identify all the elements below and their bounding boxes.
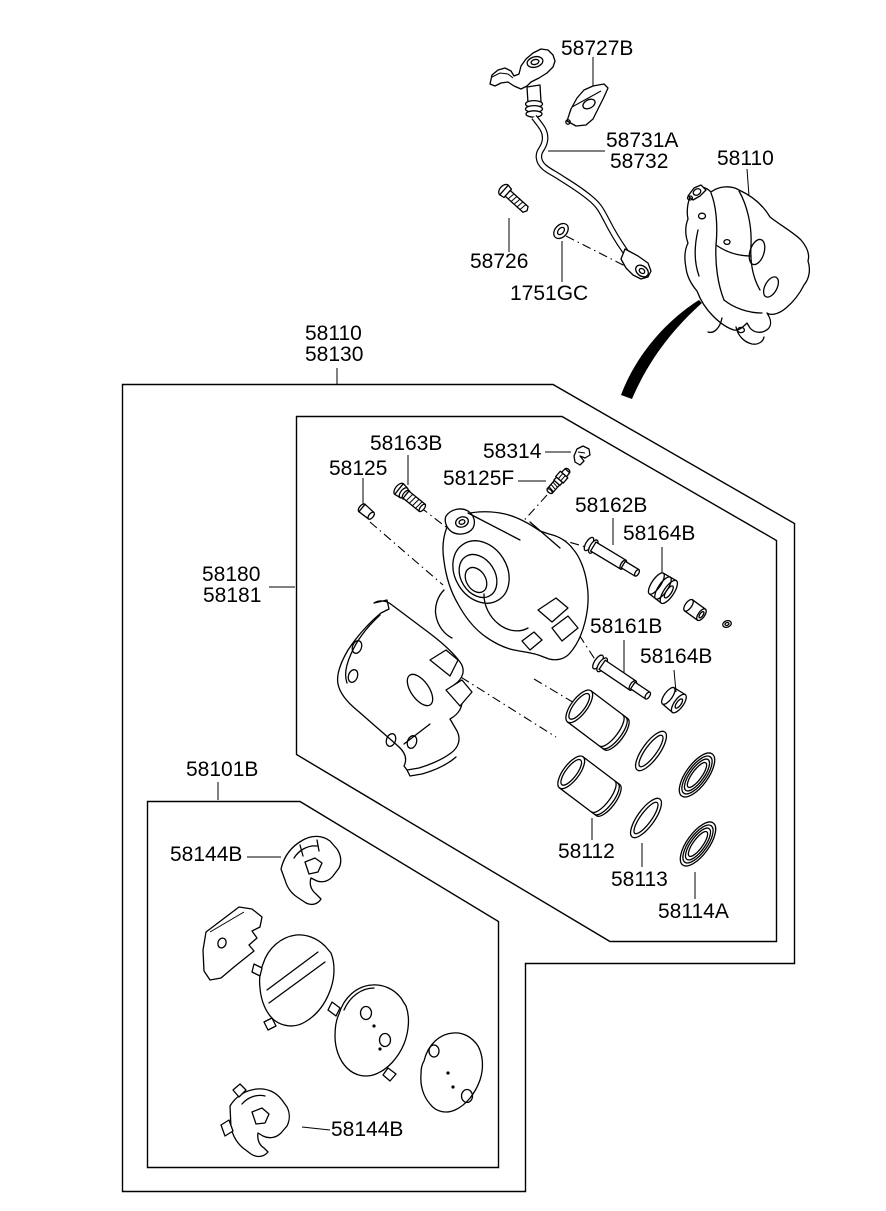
callout-58130-kit: 58130 (305, 343, 364, 366)
exploded-view-arrow (621, 300, 702, 399)
callout-58731A: 58731A (606, 129, 679, 152)
callout-58314: 58314 (483, 440, 542, 463)
callout-58110-assy: 58110 (717, 147, 774, 170)
caliper-body-drawing (434, 508, 589, 661)
callout-58125: 58125 (329, 457, 388, 480)
carrier-drawing (336, 599, 473, 777)
pad-kit-box-outline (146, 800, 500, 1169)
caliper-hardware-drawings (357, 445, 732, 714)
callout-58164B-2: 58164B (640, 645, 713, 668)
callout-58732: 58732 (610, 150, 669, 173)
callout-58144B-1: 58144B (170, 843, 243, 866)
callout-58181: 58181 (203, 584, 262, 607)
caliper-assembly-drawing (684, 184, 811, 345)
callout-58164B-1: 58164B (623, 522, 696, 545)
callout-58162B: 58162B (575, 494, 648, 517)
callout-58110-kit: 58110 (305, 322, 362, 345)
brake-hose-drawing (489, 48, 652, 280)
callout-1751GC: 1751GC (510, 282, 589, 305)
caliper-kit-outer-box (121, 383, 796, 1193)
callout-58180: 58180 (202, 563, 261, 586)
callout-58726: 58726 (470, 250, 529, 273)
callout-58125F: 58125F (443, 467, 515, 490)
callout-58114A: 58114A (658, 900, 729, 923)
caliper-kit-inner-box (295, 415, 778, 943)
piston-seal-drawings (557, 689, 717, 867)
callout-58163B: 58163B (370, 432, 443, 455)
callout-58161B: 58161B (590, 615, 663, 638)
callout-58112: 58112 (558, 840, 615, 863)
callout-58113: 58113 (611, 868, 668, 891)
pad-kit-drawings (202, 835, 484, 1158)
callout-58144B-2: 58144B (331, 1118, 404, 1141)
callout-58727B: 58727B (561, 37, 634, 60)
leader-lines (217, 57, 750, 1131)
callout-58101B: 58101B (186, 758, 259, 781)
